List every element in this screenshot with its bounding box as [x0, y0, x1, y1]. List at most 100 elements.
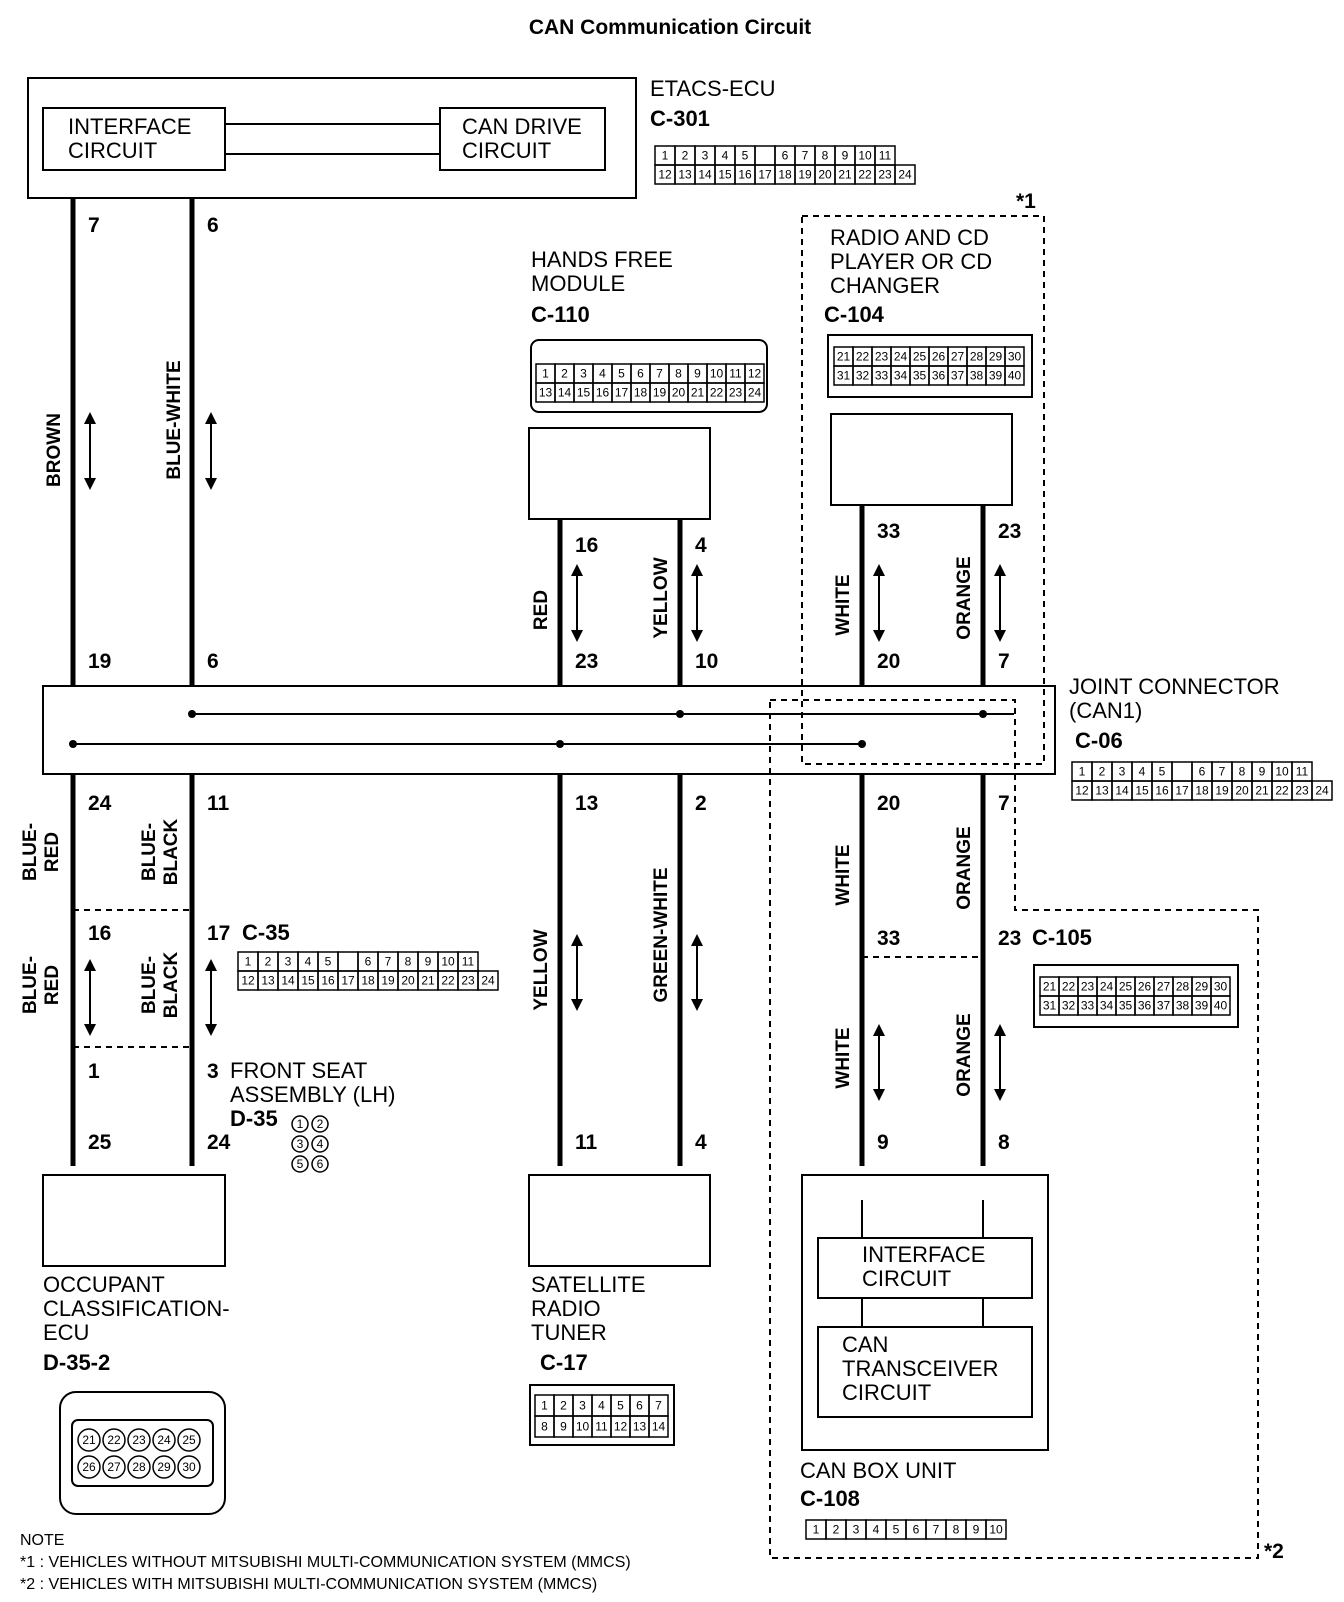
pin-cell-label: 16	[596, 386, 610, 400]
wire-label-orange: ORANGE	[954, 556, 975, 639]
wire-label-brown: BROWN	[44, 413, 65, 487]
pin-cell-label: 22	[858, 168, 872, 182]
can-box-name: CAN BOX UNIT	[800, 1458, 956, 1483]
pin-cell-label: 6	[637, 367, 644, 381]
etacs-interface-box	[42, 107, 226, 171]
pin-4-hands-free: 4	[695, 534, 707, 557]
pin-cell-label: 14	[1115, 784, 1129, 798]
pin-cell-label: 21	[838, 168, 852, 182]
radio-label-3: CHANGER	[830, 273, 940, 298]
pin-cell-label: 6	[636, 1399, 643, 1413]
pin-20-joint-lower: 20	[877, 792, 900, 815]
pin-cell-label: 31	[1043, 999, 1057, 1013]
c105-housing	[1033, 964, 1239, 1028]
pin-cell-label: 3	[853, 1523, 860, 1537]
pin-19-joint: 19	[88, 650, 111, 673]
pin-cell-label: 22	[856, 350, 870, 364]
pin-cell-label: 7	[1219, 765, 1226, 779]
pin-cell-label: 12	[1075, 784, 1089, 798]
pin-cell-label: 23	[878, 168, 892, 182]
pin-25-occupant: 25	[88, 1131, 112, 1154]
satellite-connector-id: C-17	[540, 1350, 588, 1375]
note-heading: NOTE	[20, 1532, 64, 1549]
pin-cell-label: 6	[365, 955, 372, 969]
pin-cell-label: 18	[1195, 784, 1209, 798]
pin-cell-label: 18	[778, 168, 792, 182]
pin-cell-label: 23	[875, 350, 889, 364]
pin-20-joint: 20	[877, 650, 900, 673]
pin-circle	[127, 1455, 151, 1479]
pin-cell-label: 35	[1119, 999, 1133, 1013]
wire-label-red: RED	[531, 590, 552, 630]
pin-circle-label: 3	[297, 1137, 304, 1151]
pin-cell-label: 40	[1214, 999, 1228, 1013]
wire-label-blue-black-b1: BLUE-	[139, 956, 160, 1014]
wire-label-white-mid: WHITE	[833, 844, 854, 905]
etacs-drive-label-2: CIRCUIT	[462, 138, 551, 163]
c110-housing	[530, 339, 768, 413]
etacs-name: ETACS-ECU	[650, 76, 776, 101]
wire-label-orange-lower: ORANGE	[954, 1013, 975, 1096]
wire-label-white: WHITE	[833, 574, 854, 635]
pin-cell-label: 12	[658, 168, 672, 182]
occupant-label-2: CLASSIFICATION-	[43, 1296, 230, 1321]
pin-cell-label: 1	[662, 149, 669, 163]
pin-13-joint: 13	[575, 792, 598, 815]
pin-cell-label: 32	[1062, 999, 1076, 1013]
junction-3	[556, 740, 564, 748]
pin-cell-label: 20	[818, 168, 832, 182]
pin-cell-label: 22	[1062, 980, 1076, 994]
pin-circle-label: 26	[82, 1460, 96, 1474]
pin-cell-label: 38	[970, 369, 984, 383]
pin-cell-label: 34	[1100, 999, 1114, 1013]
wire-label-blue-black-a2: BLACK	[161, 818, 182, 885]
pin-circle	[77, 1428, 101, 1452]
pin-3-d35: 3	[207, 1060, 219, 1083]
pin-cell-label: 3	[285, 955, 292, 969]
pin-circle	[152, 1455, 176, 1479]
pin-circle	[102, 1455, 126, 1479]
pin-cell-label: 8	[541, 1420, 548, 1434]
pin-cell-label: 3	[1119, 765, 1126, 779]
pin-cell-label: 24	[1315, 784, 1329, 798]
pin-cell-label: 18	[634, 386, 648, 400]
pin-cell-label: 4	[305, 955, 312, 969]
pin-cell-label: 19	[798, 168, 812, 182]
pin-cell-label: 16	[1155, 784, 1169, 798]
pin-cell-label: 5	[742, 149, 749, 163]
junction-2	[188, 710, 196, 718]
can-box-interface-box	[817, 1237, 1033, 1299]
c105-connector-id: C-105	[1032, 925, 1092, 950]
pin-circle	[291, 1135, 309, 1153]
pin-cell-label: 33	[1081, 999, 1095, 1013]
pin-cell	[754, 145, 776, 166]
c104-housing	[827, 334, 1033, 398]
pin-cell	[1171, 761, 1193, 782]
pin-cell-label: 14	[558, 386, 572, 400]
pin-cell-label: 13	[1095, 784, 1109, 798]
pin-cell-label: 10	[441, 955, 455, 969]
can-box-interface-label-2: CIRCUIT	[862, 1266, 951, 1291]
pin-cell-label: 2	[265, 955, 272, 969]
pin-circle-label: 23	[132, 1433, 146, 1447]
pin-cell-label: 15	[301, 974, 315, 988]
pin-cell	[1004, 365, 1025, 386]
pin-2-joint: 2	[695, 792, 707, 815]
pin-cell-label: 24	[481, 974, 495, 988]
pin-cell-label: 13	[539, 386, 553, 400]
pin-cell-label: 36	[1138, 999, 1152, 1013]
mark2-dashed-region	[769, 699, 1259, 1559]
note-line-2: *2 : VEHICLES WITH MITSUBISHI MULTI-COMM…	[20, 1576, 597, 1593]
pin-cell-label: 8	[1239, 765, 1246, 779]
pin-7-etacs: 7	[88, 214, 100, 237]
pin-cell-label: 21	[691, 386, 705, 400]
pin-cell	[894, 164, 916, 185]
pin-cell-label: 26	[932, 350, 946, 364]
can-box-unit-box	[801, 1174, 1049, 1451]
pin-cell-label: 9	[560, 1420, 567, 1434]
pin-circle	[311, 1135, 329, 1153]
pin-cell-label: 37	[1157, 999, 1171, 1013]
pin-cell-label: 5	[618, 367, 625, 381]
pin-cell-label: 3	[580, 367, 587, 381]
